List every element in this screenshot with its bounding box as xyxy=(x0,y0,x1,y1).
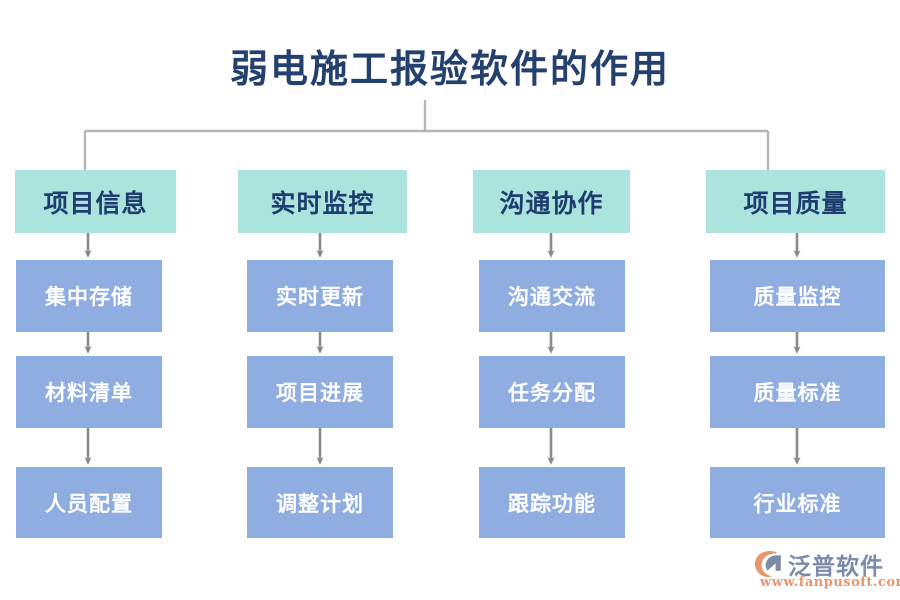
column-3-step-1[interactable]: 沟通交流 xyxy=(479,260,625,332)
column-1-step-2[interactable]: 材料清单 xyxy=(16,356,162,428)
column-1-step-3-label: 人员配置 xyxy=(45,490,133,516)
logo-brand-name: 泛普软件 xyxy=(788,554,884,580)
column-2-step-3-label: 调整计划 xyxy=(276,490,364,516)
column-1-step-1[interactable]: 集中存储 xyxy=(16,260,162,332)
column-2-header[interactable]: 实时监控 xyxy=(238,170,407,233)
column-3-step-2-label: 任务分配 xyxy=(508,380,596,405)
column-1-step-3[interactable]: 人员配置 xyxy=(16,467,162,538)
column-2-step-1-label: 实时更新 xyxy=(276,284,364,309)
column-2-step-1[interactable]: 实时更新 xyxy=(247,260,393,332)
column-4-header[interactable]: 项目质量 xyxy=(706,170,885,233)
trunk-connector xyxy=(83,100,770,170)
column-2-step-3[interactable]: 调整计划 xyxy=(247,467,393,538)
column-4-step-2-label: 质量标准 xyxy=(753,380,842,405)
column-4-step-1-label: 质量监控 xyxy=(753,284,842,309)
column-4-header-label: 项目质量 xyxy=(743,188,848,218)
column-2-header-label: 实时监控 xyxy=(270,188,375,218)
column-4-step-3-label: 行业标准 xyxy=(753,490,842,516)
column-3-header-label: 沟通协作 xyxy=(499,188,604,218)
logo-url: www.fanpusoft.com xyxy=(760,575,900,590)
column-2-step-2[interactable]: 项目进展 xyxy=(247,356,393,428)
column-3-step-3-label: 跟踪功能 xyxy=(508,490,596,516)
fanpu-logo[interactable]: 泛普软件 www.fanpusoft.com xyxy=(752,547,900,593)
column-4-step-2[interactable]: 质量标准 xyxy=(710,356,885,428)
fanpu-c-leaf-icon xyxy=(754,550,781,578)
column-3-header[interactable]: 沟通协作 xyxy=(473,170,630,233)
column-4-step-3[interactable]: 行业标准 xyxy=(710,467,885,538)
column-2-step-2-label: 项目进展 xyxy=(276,380,364,405)
column-1-step-2-label: 材料清单 xyxy=(45,380,133,405)
column-3-step-1-label: 沟通交流 xyxy=(508,284,596,309)
column-3-step-2[interactable]: 任务分配 xyxy=(479,356,625,428)
column-4-step-1[interactable]: 质量监控 xyxy=(710,260,885,332)
column-1-step-1-label: 集中存储 xyxy=(45,284,133,309)
column-1-header-label: 项目信息 xyxy=(43,188,148,218)
column-3-step-3[interactable]: 跟踪功能 xyxy=(479,467,625,538)
page-title: 弱电施工报验软件的作用 xyxy=(229,46,670,91)
column-1-header[interactable]: 项目信息 xyxy=(15,170,176,233)
